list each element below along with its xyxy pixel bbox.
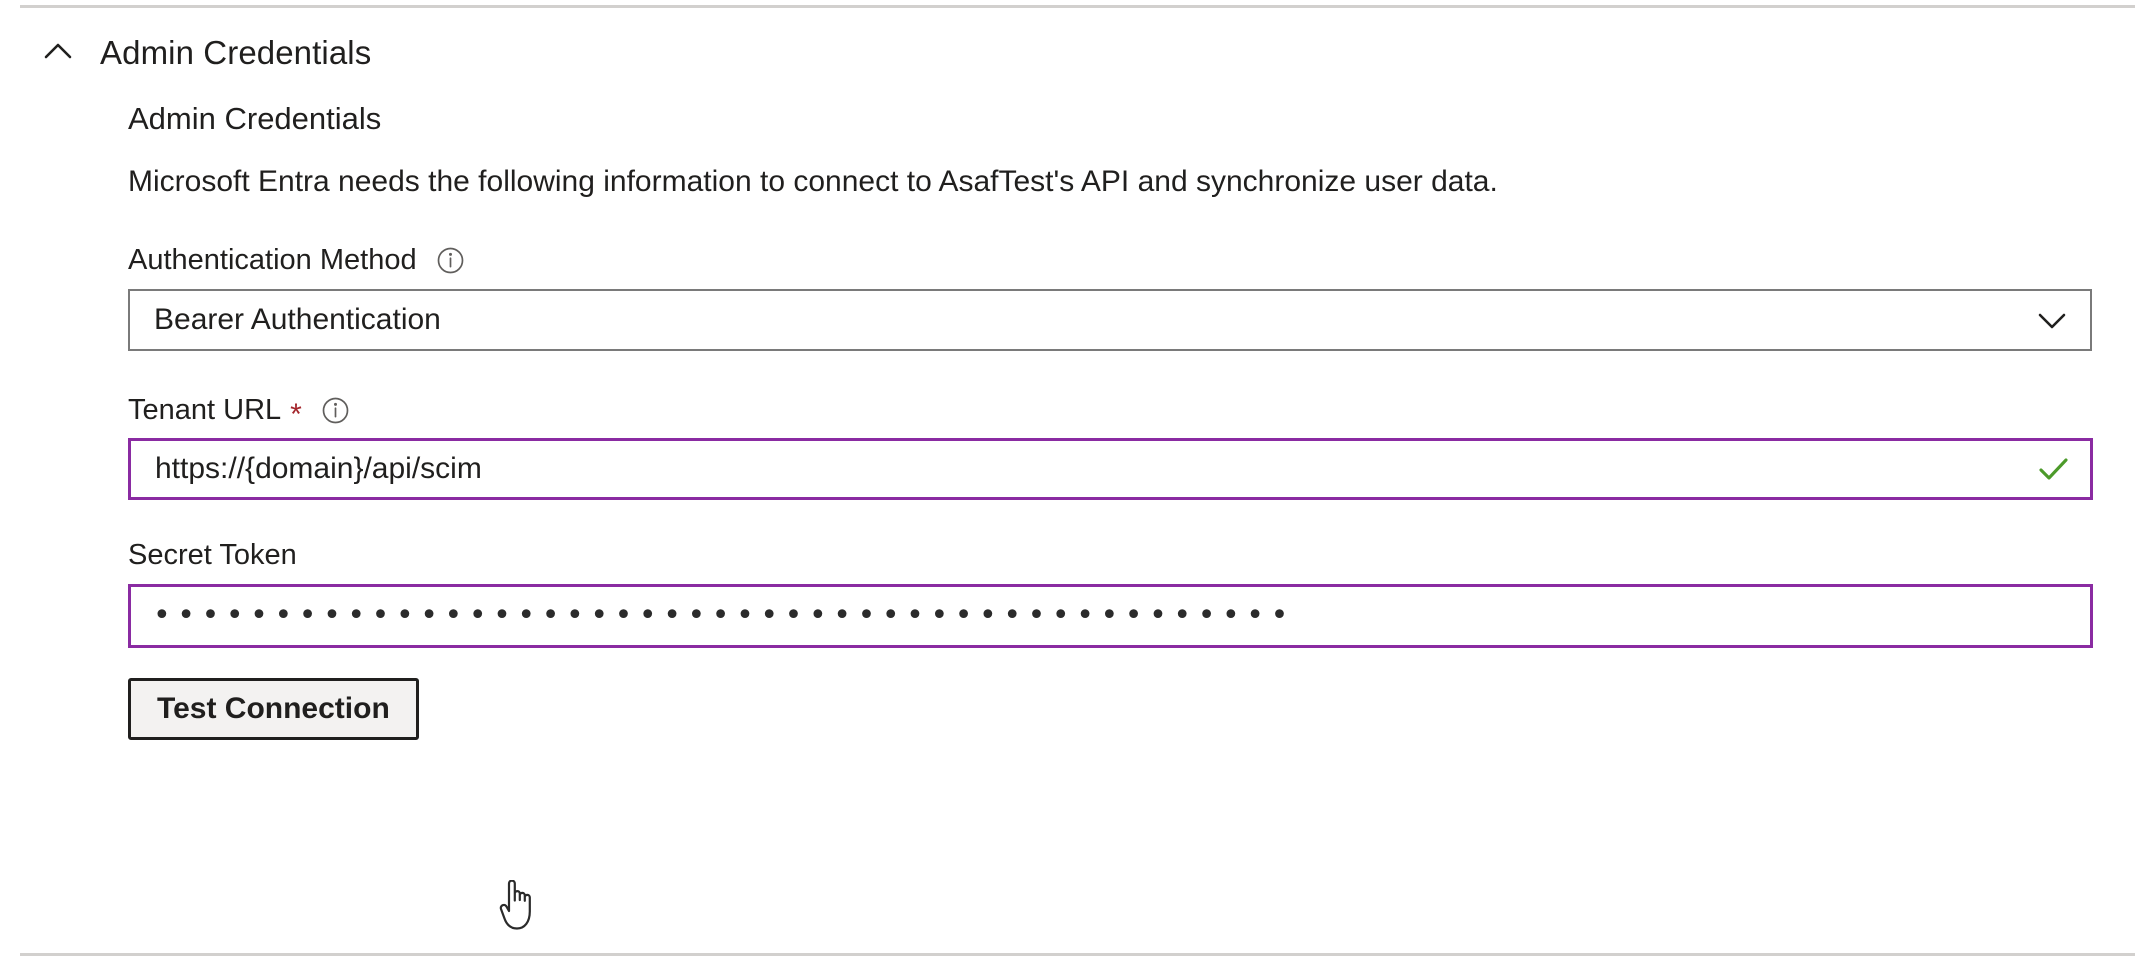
required-indicator: *: [290, 397, 302, 431]
tenant-url-input[interactable]: https://{domain}/api/scim: [155, 454, 482, 485]
authentication-method-select[interactable]: Bearer Authentication: [128, 288, 2092, 351]
secret-token-label: Secret Token: [128, 539, 297, 572]
secret-token-input-wrapper[interactable]: ••••••••••••••••••••••••••••••••••••••••…: [128, 584, 2093, 649]
chevron-up-icon[interactable]: [36, 30, 80, 74]
admin-credentials-body: Admin Credentials Microsoft Entra needs …: [128, 100, 2103, 741]
field-tenant-url: Tenant URL * https://{domain}/api/scim: [128, 393, 2103, 501]
info-icon[interactable]: [322, 397, 349, 424]
checkmark-icon: [2016, 441, 2090, 497]
authentication-method-label: Authentication Method: [128, 243, 417, 276]
authentication-method-label-row: Authentication Method: [128, 243, 2103, 277]
divider-top: [20, 5, 2135, 8]
field-authentication-method: Authentication Method Bearer Authenticat…: [128, 243, 2103, 351]
pointer-hand-cursor: [496, 879, 538, 934]
info-icon[interactable]: [437, 247, 464, 274]
field-secret-token: Secret Token •••••••••••••••••••••••••••…: [128, 540, 2103, 649]
section-header-admin-credentials[interactable]: Admin Credentials: [30, 26, 377, 78]
divider-bottom: [20, 953, 2135, 956]
tenant-url-label: Tenant URL: [128, 393, 282, 426]
secret-token-input[interactable]: ••••••••••••••••••••••••••••••••••••••••…: [153, 601, 1295, 632]
action-row: Test Connection: [128, 678, 2103, 741]
tenant-url-input-wrapper[interactable]: https://{domain}/api/scim: [128, 438, 2093, 501]
authentication-method-value: Bearer Authentication: [154, 304, 441, 335]
subheading: Admin Credentials: [128, 101, 382, 136]
section-title: Admin Credentials: [100, 33, 372, 71]
tenant-url-label-row: Tenant URL *: [128, 393, 2103, 431]
test-connection-button[interactable]: Test Connection: [128, 678, 419, 741]
chevron-down-icon[interactable]: [2014, 291, 2090, 349]
description-text: Microsoft Entra needs the following info…: [128, 165, 1498, 199]
secret-token-label-row: Secret Token: [128, 540, 2103, 572]
